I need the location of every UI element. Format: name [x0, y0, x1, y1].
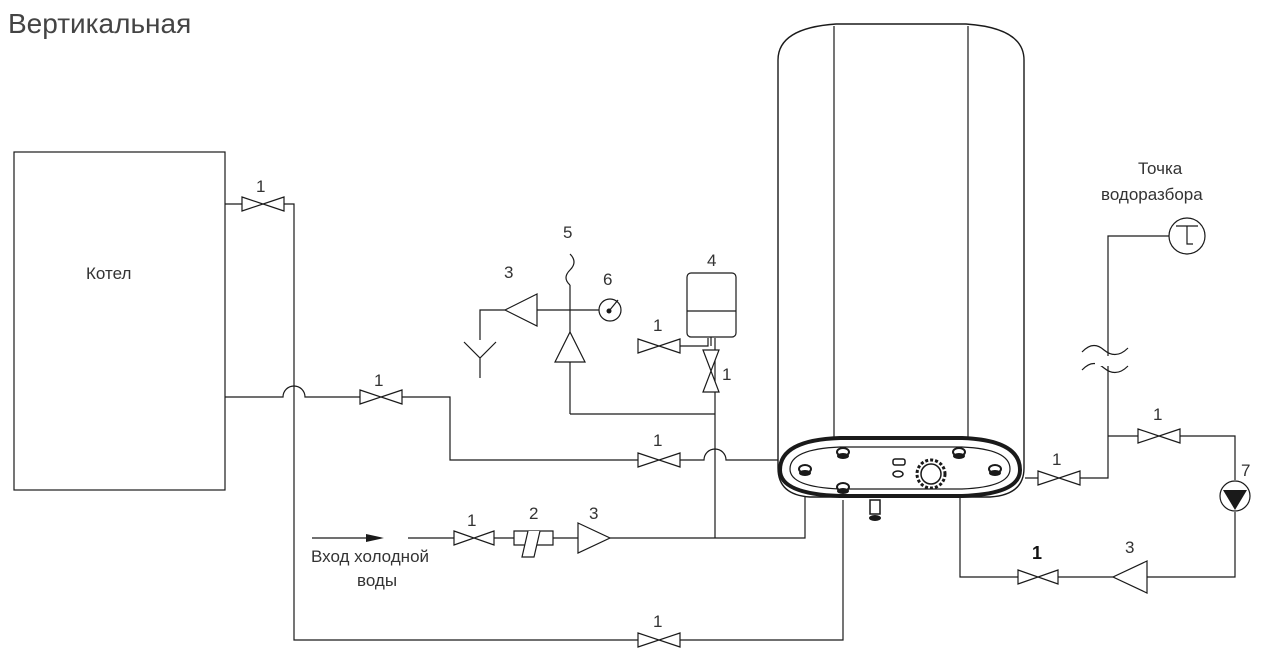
safety-valve-spring-icon [565, 253, 575, 286]
pump-icon [1219, 480, 1251, 512]
callout-safety-valve: 5 [563, 223, 572, 242]
inlet-arrow-icon [312, 534, 384, 542]
valve-icon [1017, 569, 1059, 585]
callout-pump: 7 [1241, 461, 1250, 480]
water-heater [777, 23, 1025, 521]
tap-point-label-line1: Точка [1138, 159, 1183, 178]
callout-filter: 2 [529, 504, 538, 523]
pipe-break-symbol [1081, 344, 1129, 374]
valve-icon [637, 338, 681, 354]
callout-valve: 1 [256, 177, 265, 196]
tap-point-label-line2: водоразбора [1101, 185, 1203, 204]
valve-icon [1037, 470, 1081, 486]
pipework [225, 203, 1236, 641]
boiler-box [13, 151, 226, 491]
boiler-label: Котел [86, 264, 131, 283]
callout-pressure-gauge: 6 [603, 270, 612, 289]
callout-valve: 1 [653, 431, 662, 450]
valve-icon [241, 196, 285, 212]
tap-point-icon [1168, 217, 1206, 255]
check-valve-icon [1111, 560, 1148, 594]
pressure-gauge-icon [598, 298, 622, 322]
filter-icon [513, 530, 554, 558]
check-valve-icon [554, 330, 586, 363]
callout-check-valve: 3 [1125, 538, 1134, 557]
callout-valve: 1 [722, 365, 731, 384]
valve-icon [453, 530, 495, 546]
cold-inlet-label-line2: воды [357, 571, 397, 590]
callout-valve: 1 [1052, 450, 1061, 469]
valve-icon [359, 389, 403, 405]
callout-valve: 1 [467, 511, 476, 530]
check-valve-icon [577, 522, 612, 554]
valve-icon [1137, 428, 1181, 444]
callout-valve: 1 [653, 612, 662, 631]
cold-inlet-label-line1: Вход холодной [311, 547, 429, 566]
valve-icon [637, 452, 681, 468]
diagram-title: Вертикальная [8, 8, 191, 39]
callout-valve: 1 [1153, 405, 1162, 424]
expansion-tank-icon [686, 272, 737, 338]
callout-valve-bold: 1 [1032, 543, 1042, 563]
callout-valve: 1 [653, 316, 662, 335]
valve-icon [637, 632, 681, 648]
check-valve-icon [503, 293, 538, 327]
callout-check-valve: 3 [589, 504, 598, 523]
callout-expansion-tank: 4 [707, 251, 716, 270]
callout-check-valve: 3 [504, 263, 513, 282]
callout-valve: 1 [374, 371, 383, 390]
valve-icon [702, 349, 720, 393]
